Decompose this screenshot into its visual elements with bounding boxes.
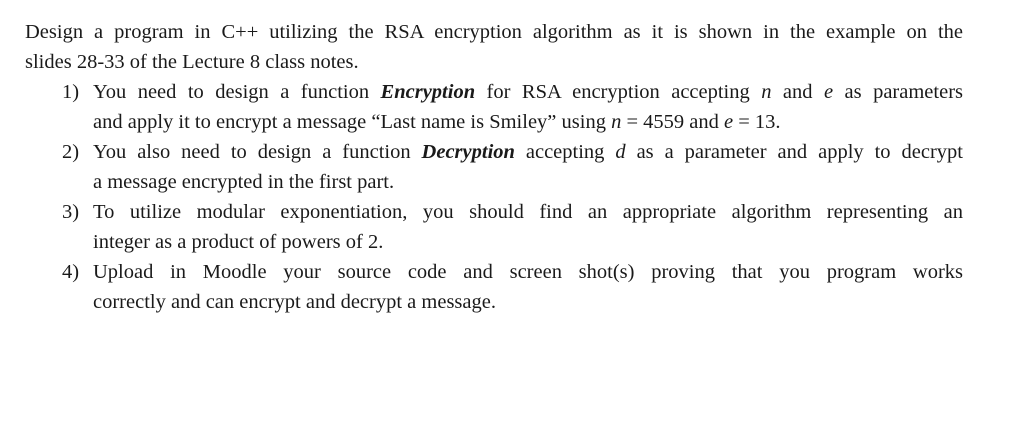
list-item-4: 4) Upload in Moodle your source code and… (25, 257, 963, 317)
variable-n: n (611, 111, 622, 133)
intro-line-1: Design a program in C++ utilizing the RS… (25, 21, 963, 43)
assignment-document: Design a program in C++ utilizing the RS… (25, 17, 963, 317)
function-name-decryption: Decryption (421, 141, 515, 163)
item-2-line-1: You also need to design a function Decry… (93, 137, 963, 167)
text: and (771, 81, 824, 103)
text: = 13. (733, 111, 781, 133)
text: as a parameter and apply to decrypt (625, 141, 963, 163)
list-item-3: 3) To utilize modular exponentiation, yo… (25, 197, 963, 257)
text: for RSA encryption accepting (475, 81, 762, 103)
list-number: 3) (62, 201, 80, 223)
variable-e: e (823, 81, 834, 103)
text: and apply it to encrypt a message “Last … (93, 111, 612, 133)
variable-d: d (615, 141, 626, 163)
list-number: 4) (62, 261, 80, 283)
item-4-line-2: correctly and can encrypt and decrypt a … (93, 291, 496, 313)
item-1-line-1: You need to design a function Encryption… (93, 77, 963, 107)
text: as parameters (833, 81, 963, 103)
function-name-encryption: Encryption (380, 81, 476, 103)
text: You also need to design a function (93, 141, 422, 163)
text: = 4559 and (621, 111, 724, 133)
item-4-line-1: Upload in Moodle your source code and sc… (93, 261, 963, 283)
item-1-line-2: and apply it to encrypt a message “Last … (93, 107, 963, 137)
item-3-line-2: integer as a product of powers of 2. (93, 231, 384, 253)
intro-line-2: slides 28-33 of the Lecture 8 class note… (25, 51, 359, 73)
list-number: 2) (62, 141, 80, 163)
text: accepting (514, 141, 616, 163)
list-item-2: 2) You also need to design a function De… (25, 137, 963, 197)
item-3-line-1: To utilize modular exponentiation, you s… (93, 201, 963, 223)
item-2-line-2: a message encrypted in the first part. (93, 171, 395, 193)
list-number: 1) (62, 81, 80, 103)
text: You need to design a function (93, 81, 381, 103)
variable-n: n (761, 81, 772, 103)
variable-e: e (724, 111, 734, 133)
list-item-1: 1) You need to design a function Encrypt… (25, 77, 963, 137)
